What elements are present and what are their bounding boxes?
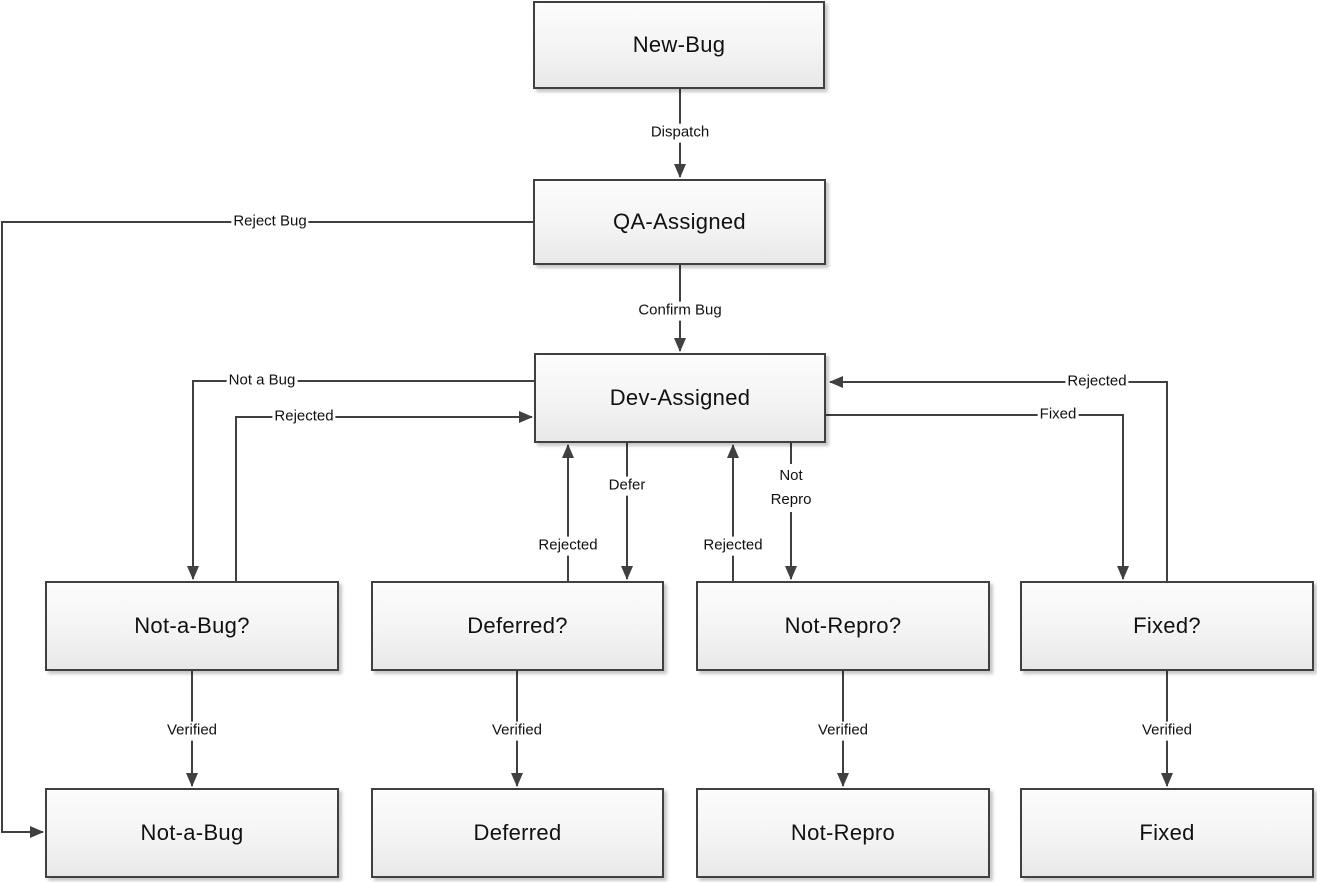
node-qa-assigned: QA-Assigned bbox=[533, 179, 826, 265]
edge-dispatch-label: Dispatch bbox=[648, 123, 712, 143]
node-not-repro-q-label: Not-Repro? bbox=[784, 613, 902, 638]
node-qa-assigned-label: QA-Assigned bbox=[613, 209, 746, 234]
edge-not-repro-mark-label: Not Repro bbox=[763, 464, 819, 512]
edge-not-a-bug-mark-label: Not a Bug bbox=[226, 371, 298, 391]
node-deferred-q: Deferred? bbox=[371, 581, 664, 671]
node-fixed-q: Fixed? bbox=[1020, 581, 1314, 671]
edge-rejected-not-a-bug-label: Rejected bbox=[272, 407, 336, 427]
edge-verified-not-a-bug-label: Verified bbox=[164, 721, 220, 741]
edge-verified-deferred-label: Verified bbox=[489, 721, 545, 741]
node-fixed-q-label: Fixed? bbox=[1133, 613, 1201, 638]
edge-rejected-not-repro-label: Rejected bbox=[701, 536, 765, 556]
edge-rejected-fixed-label: Rejected bbox=[1065, 372, 1129, 392]
edge-confirm-bug-label: Confirm Bug bbox=[636, 301, 724, 321]
node-fixed: Fixed bbox=[1020, 788, 1314, 878]
edge-rejected-fixed-connector bbox=[829, 376, 1168, 581]
edge-verified-not-repro-label: Verified bbox=[815, 721, 871, 741]
node-deferred: Deferred bbox=[371, 788, 664, 878]
node-new-bug-label: New-Bug bbox=[632, 32, 726, 57]
node-not-a-bug-label: Not-a-Bug bbox=[140, 820, 244, 845]
node-not-repro: Not-Repro bbox=[696, 788, 990, 878]
edge-fixed-mark-label: Fixed bbox=[1037, 405, 1079, 425]
edge-rejected-not-a-bug-connector bbox=[235, 411, 533, 581]
node-not-a-bug: Not-a-Bug bbox=[45, 788, 339, 878]
edge-fixed-mark-connector bbox=[826, 414, 1129, 580]
node-dev-assigned: Dev-Assigned bbox=[534, 353, 826, 443]
edge-reject-bug-connector bbox=[1, 221, 533, 838]
node-not-repro-q: Not-Repro? bbox=[696, 581, 990, 671]
node-not-a-bug-q: Not-a-Bug? bbox=[45, 581, 339, 671]
edge-verified-fixed-label: Verified bbox=[1139, 721, 1195, 741]
node-deferred-q-label: Deferred? bbox=[467, 613, 568, 638]
edge-not-a-bug-mark-connector bbox=[187, 380, 534, 580]
node-not-a-bug-q-label: Not-a-Bug? bbox=[134, 613, 250, 638]
edge-rejected-deferred-label: Rejected bbox=[536, 536, 600, 556]
node-fixed-label: Fixed bbox=[1139, 820, 1195, 845]
node-new-bug: New-Bug bbox=[533, 1, 825, 89]
node-deferred-label: Deferred bbox=[473, 820, 562, 845]
node-dev-assigned-label: Dev-Assigned bbox=[609, 385, 751, 410]
edge-reject-bug-label: Reject Bug bbox=[231, 212, 309, 232]
edge-defer-label: Defer bbox=[606, 476, 648, 496]
node-not-repro-label: Not-Repro bbox=[790, 820, 896, 845]
